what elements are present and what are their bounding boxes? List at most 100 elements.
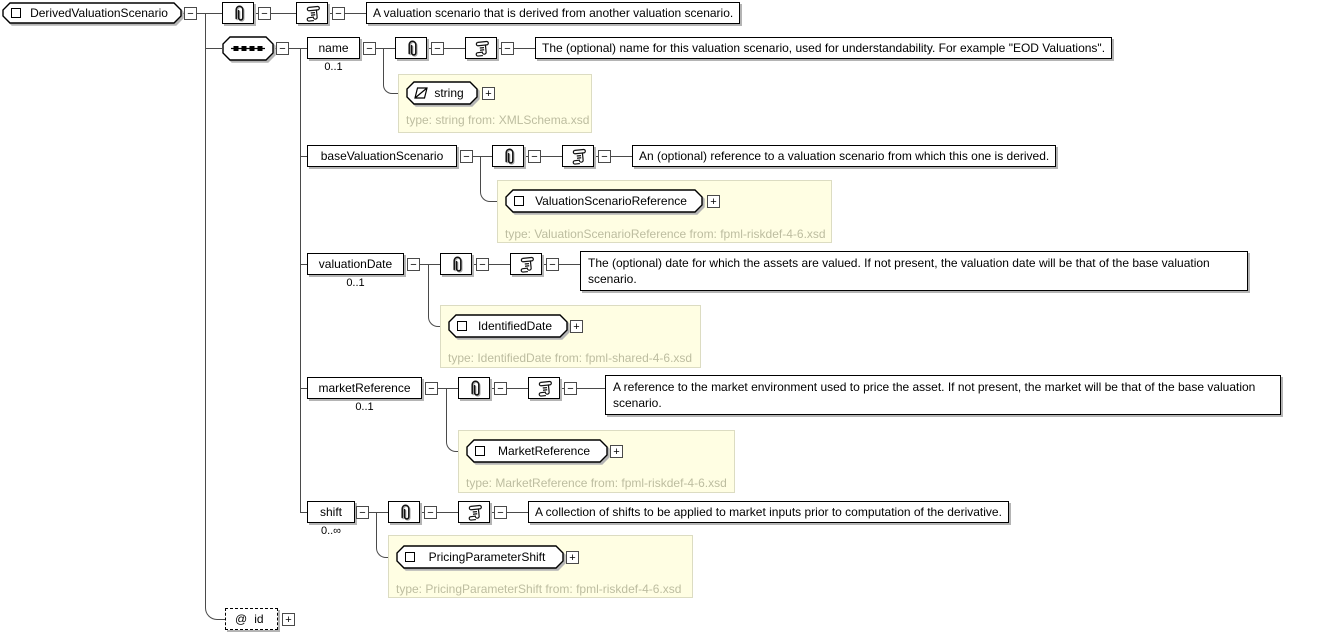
connector (274, 48, 307, 49)
element-node-name[interactable]: name (307, 37, 360, 59)
annotation-node[interactable] (388, 501, 420, 523)
connector (383, 48, 384, 85)
connector (376, 512, 377, 547)
sequence-icon (222, 36, 274, 61)
annotation-collapse-toggle[interactable]: − (494, 382, 507, 395)
doc-text-shift: A collection of shifts to be applied to … (528, 501, 1009, 523)
cardinality-label-name: 0..1 (324, 61, 343, 73)
annotation-collapse-toggle[interactable]: − (424, 506, 437, 519)
complex-type-icon (475, 446, 485, 456)
connector (425, 388, 605, 389)
sequence-collapse-toggle[interactable]: − (276, 42, 289, 55)
type-expand-toggle[interactable]: + (482, 87, 495, 100)
annotation-node[interactable] (458, 377, 490, 399)
type-node-marketreference[interactable]: MarketReference (466, 439, 608, 463)
cardinality-label-marketreference: 0..1 (355, 401, 374, 413)
type-node-pricingparametershift[interactable]: PricingParameterShift (396, 545, 564, 569)
marketreference-collapse-toggle[interactable]: − (425, 382, 438, 395)
paperclip-icon (471, 380, 481, 397)
connector (428, 264, 429, 317)
type-caption: type: IdentifiedDate from: fpml-shared-4… (448, 351, 693, 365)
type-expand-toggle[interactable]: + (566, 551, 579, 564)
connector (376, 547, 389, 558)
connector (383, 85, 399, 94)
documentation-collapse-toggle[interactable]: − (501, 42, 514, 55)
doc-text-basevaluationscenario: An (optional) reference to a valuation s… (632, 145, 1057, 167)
documentation-node[interactable] (458, 501, 490, 523)
element-node-marketreference[interactable]: marketReference (307, 377, 422, 399)
complex-type-icon (514, 196, 524, 206)
doc-text-root: A valuation scenario that is derived fro… (366, 2, 741, 24)
type-node-valuationscenarioreference[interactable]: ValuationScenarioReference (505, 189, 703, 213)
valuationdate-collapse-toggle[interactable]: − (407, 258, 420, 271)
type-node-identifieddate[interactable]: IdentifiedDate (448, 314, 568, 338)
element-node-shift[interactable]: shift (307, 501, 355, 523)
documentation-node[interactable] (528, 377, 560, 399)
connector (363, 48, 535, 49)
type-caption: type: MarketReference from: fpml-riskdef… (466, 476, 727, 490)
connector (205, 13, 206, 605)
documentation-collapse-toggle[interactable]: − (598, 150, 611, 163)
connector (300, 48, 301, 512)
annotation-node[interactable] (440, 253, 472, 275)
documentation-node[interactable] (465, 37, 497, 59)
type-expand-toggle[interactable]: + (570, 320, 583, 333)
doc-text-valuationdate: The (optional) date for which the assets… (580, 251, 1248, 291)
root-collapse-toggle[interactable]: − (184, 7, 197, 20)
sequence-node[interactable] (222, 36, 274, 61)
attribute-icon: @ (235, 612, 248, 626)
scroll-icon (572, 148, 586, 165)
annotation-node[interactable] (395, 37, 427, 59)
annotation-node[interactable] (222, 2, 254, 24)
connector (300, 388, 307, 389)
documentation-node[interactable] (296, 2, 328, 24)
annotation-collapse-toggle[interactable]: − (528, 150, 541, 163)
documentation-collapse-toggle[interactable]: − (332, 7, 345, 20)
cardinality-label-shift: 0..∞ (320, 525, 342, 537)
type-label: string (434, 86, 464, 100)
element-node-basevaluationscenario[interactable]: baseValuationScenario (307, 145, 457, 167)
connector (446, 388, 447, 441)
connector (407, 264, 580, 265)
type-label: ValuationScenarioReference (535, 194, 687, 208)
connector (428, 317, 441, 327)
paperclip-icon (408, 40, 418, 57)
complex-type-icon (457, 321, 467, 331)
type-caption: type: string from: XMLSchema.xsd (406, 113, 590, 127)
annotation-collapse-toggle[interactable]: − (476, 258, 489, 271)
documentation-collapse-toggle[interactable]: − (494, 506, 507, 519)
root-element-node[interactable]: DerivedValuationScenario (2, 2, 182, 24)
name-collapse-toggle[interactable]: − (363, 42, 376, 55)
connector (480, 156, 481, 191)
simple-type-icon (414, 87, 428, 99)
scroll-icon (520, 256, 534, 273)
scroll-icon (306, 5, 320, 22)
connector (182, 13, 366, 14)
element-node-valuationdate[interactable]: valuationDate (307, 253, 404, 275)
documentation-collapse-toggle[interactable]: − (546, 258, 559, 271)
documentation-collapse-toggle[interactable]: − (564, 382, 577, 395)
element-icon (11, 8, 21, 18)
type-node-string[interactable]: string (406, 81, 478, 105)
attribute-node-id[interactable]: @ id (225, 608, 278, 630)
type-box-string (398, 74, 592, 133)
basevaluationscenario-collapse-toggle[interactable]: − (460, 150, 473, 163)
type-expand-toggle[interactable]: + (707, 195, 720, 208)
documentation-node[interactable] (510, 253, 542, 275)
connector (205, 48, 222, 49)
annotation-collapse-toggle[interactable]: − (431, 42, 444, 55)
shift-collapse-toggle[interactable]: − (356, 506, 369, 519)
documentation-node[interactable] (562, 145, 594, 167)
connector (300, 156, 307, 157)
attribute-expand-toggle[interactable]: + (282, 613, 295, 626)
connector (446, 441, 459, 452)
connector (460, 156, 632, 157)
type-expand-toggle[interactable]: + (610, 445, 623, 458)
scroll-icon (475, 40, 489, 57)
connector (300, 264, 307, 265)
scroll-icon (538, 380, 552, 397)
type-label: PricingParameterShift (428, 550, 546, 564)
type-caption: type: PricingParameterShift from: fpml-r… (396, 582, 682, 596)
annotation-node[interactable] (492, 145, 524, 167)
annotation-collapse-toggle[interactable]: − (258, 7, 271, 20)
